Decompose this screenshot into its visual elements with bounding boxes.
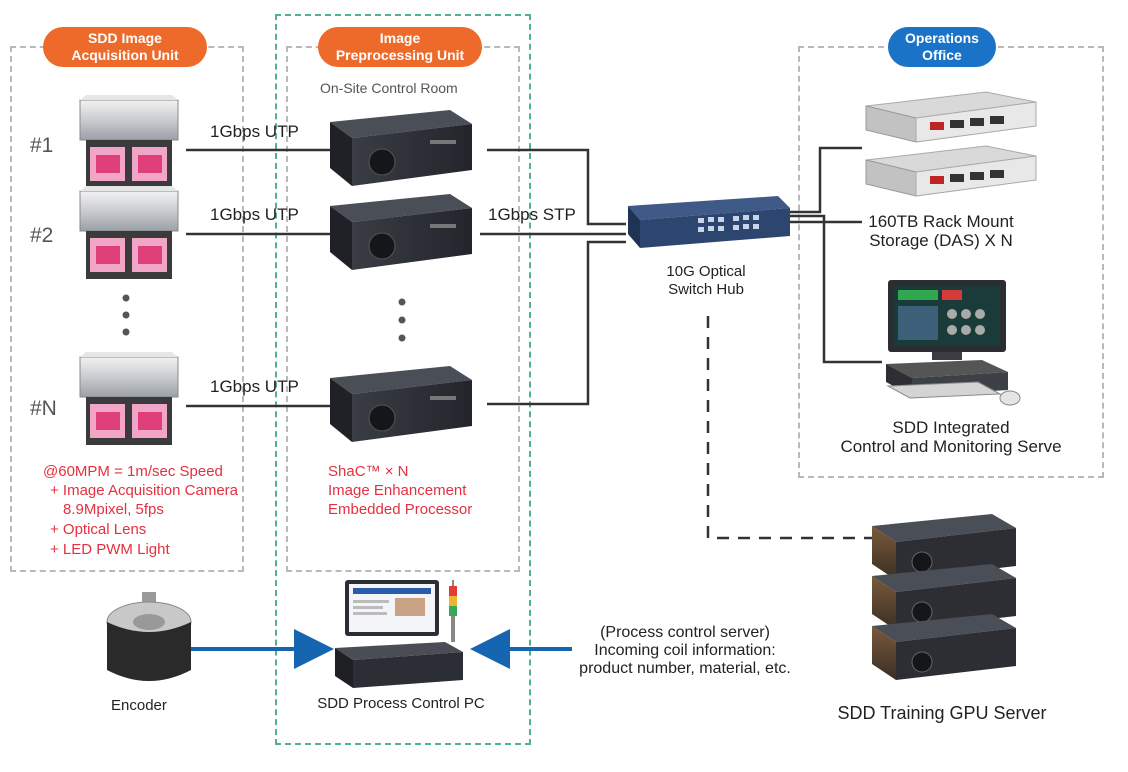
process-control-pc — [335, 580, 463, 688]
encoder-device — [106, 592, 192, 681]
switch-to-office-lines — [790, 146, 882, 364]
storage-label: 160TB Rack Mount Storage (DAS) X N — [868, 212, 1014, 250]
switch-hub-label: 10G Optical Switch Hub — [666, 263, 746, 298]
camera-n — [79, 352, 179, 445]
stp-label: 1Gbps STP — [488, 205, 576, 224]
utp-label-3: 1Gbps UTP — [210, 377, 299, 396]
processor-spec-enhancement: Image Enhancement — [328, 482, 467, 499]
process-server-line-2: Incoming coil information: — [594, 642, 776, 659]
processor-ellipsis-dots — [398, 298, 406, 342]
camera-spec-resolution: 8.9Mpixel, 5fps — [63, 501, 164, 518]
switch-hub — [628, 196, 790, 248]
encoder-label: Encoder — [111, 697, 167, 714]
stp-lines — [480, 148, 626, 406]
control-room-label: On-Site Control Room — [320, 80, 458, 96]
utp-label-1: 1Gbps UTP — [210, 122, 299, 141]
gpu-server-label: SDD Training GPU Server — [837, 703, 1047, 723]
processor-2 — [330, 194, 472, 270]
process-server-line-3: product number, material, etc. — [579, 660, 791, 677]
rack-storage — [865, 91, 1037, 197]
acquisition-unit-pill: SDD Image Acquisition Unit — [43, 27, 207, 67]
switch-to-gpu-dashed-line — [706, 316, 872, 540]
process-server-line-1: (Process control server) — [600, 624, 770, 641]
processor-spec-embedded: Embedded Processor — [328, 501, 473, 518]
camera-2 — [79, 186, 179, 279]
camera-number-2: #2 — [30, 224, 54, 247]
operations-office-pill: Operations Office — [888, 27, 996, 67]
gpu-server-stack — [872, 514, 1016, 680]
processor-1 — [330, 110, 472, 186]
monitoring-server-label: SDD Integrated Control and Monitoring Se… — [840, 418, 1062, 456]
camera-spec-lens: + Optical Lens — [50, 521, 147, 538]
camera-number-1: #1 — [30, 134, 54, 157]
preprocessing-unit-box — [275, 14, 531, 745]
processor-n — [330, 366, 472, 442]
camera-1 — [79, 95, 179, 188]
monitoring-workstation — [886, 280, 1021, 406]
camera-spec-light: + LED PWM Light — [50, 541, 170, 558]
camera-ellipsis-dots — [122, 294, 130, 336]
preprocessing-unit-pill: Image Preprocessing Unit — [318, 27, 482, 67]
camera-spec-camera: + Image Acquisition Camera — [50, 482, 239, 499]
camera-spec-speed: @60MPM = 1m/sec Speed — [43, 463, 223, 480]
process-control-pc-label: SDD Process Control PC — [317, 695, 485, 712]
processor-spec-shac: ShaC™ × N — [328, 463, 409, 480]
camera-number-n: #N — [30, 397, 57, 420]
utp-label-2: 1Gbps UTP — [210, 205, 299, 224]
